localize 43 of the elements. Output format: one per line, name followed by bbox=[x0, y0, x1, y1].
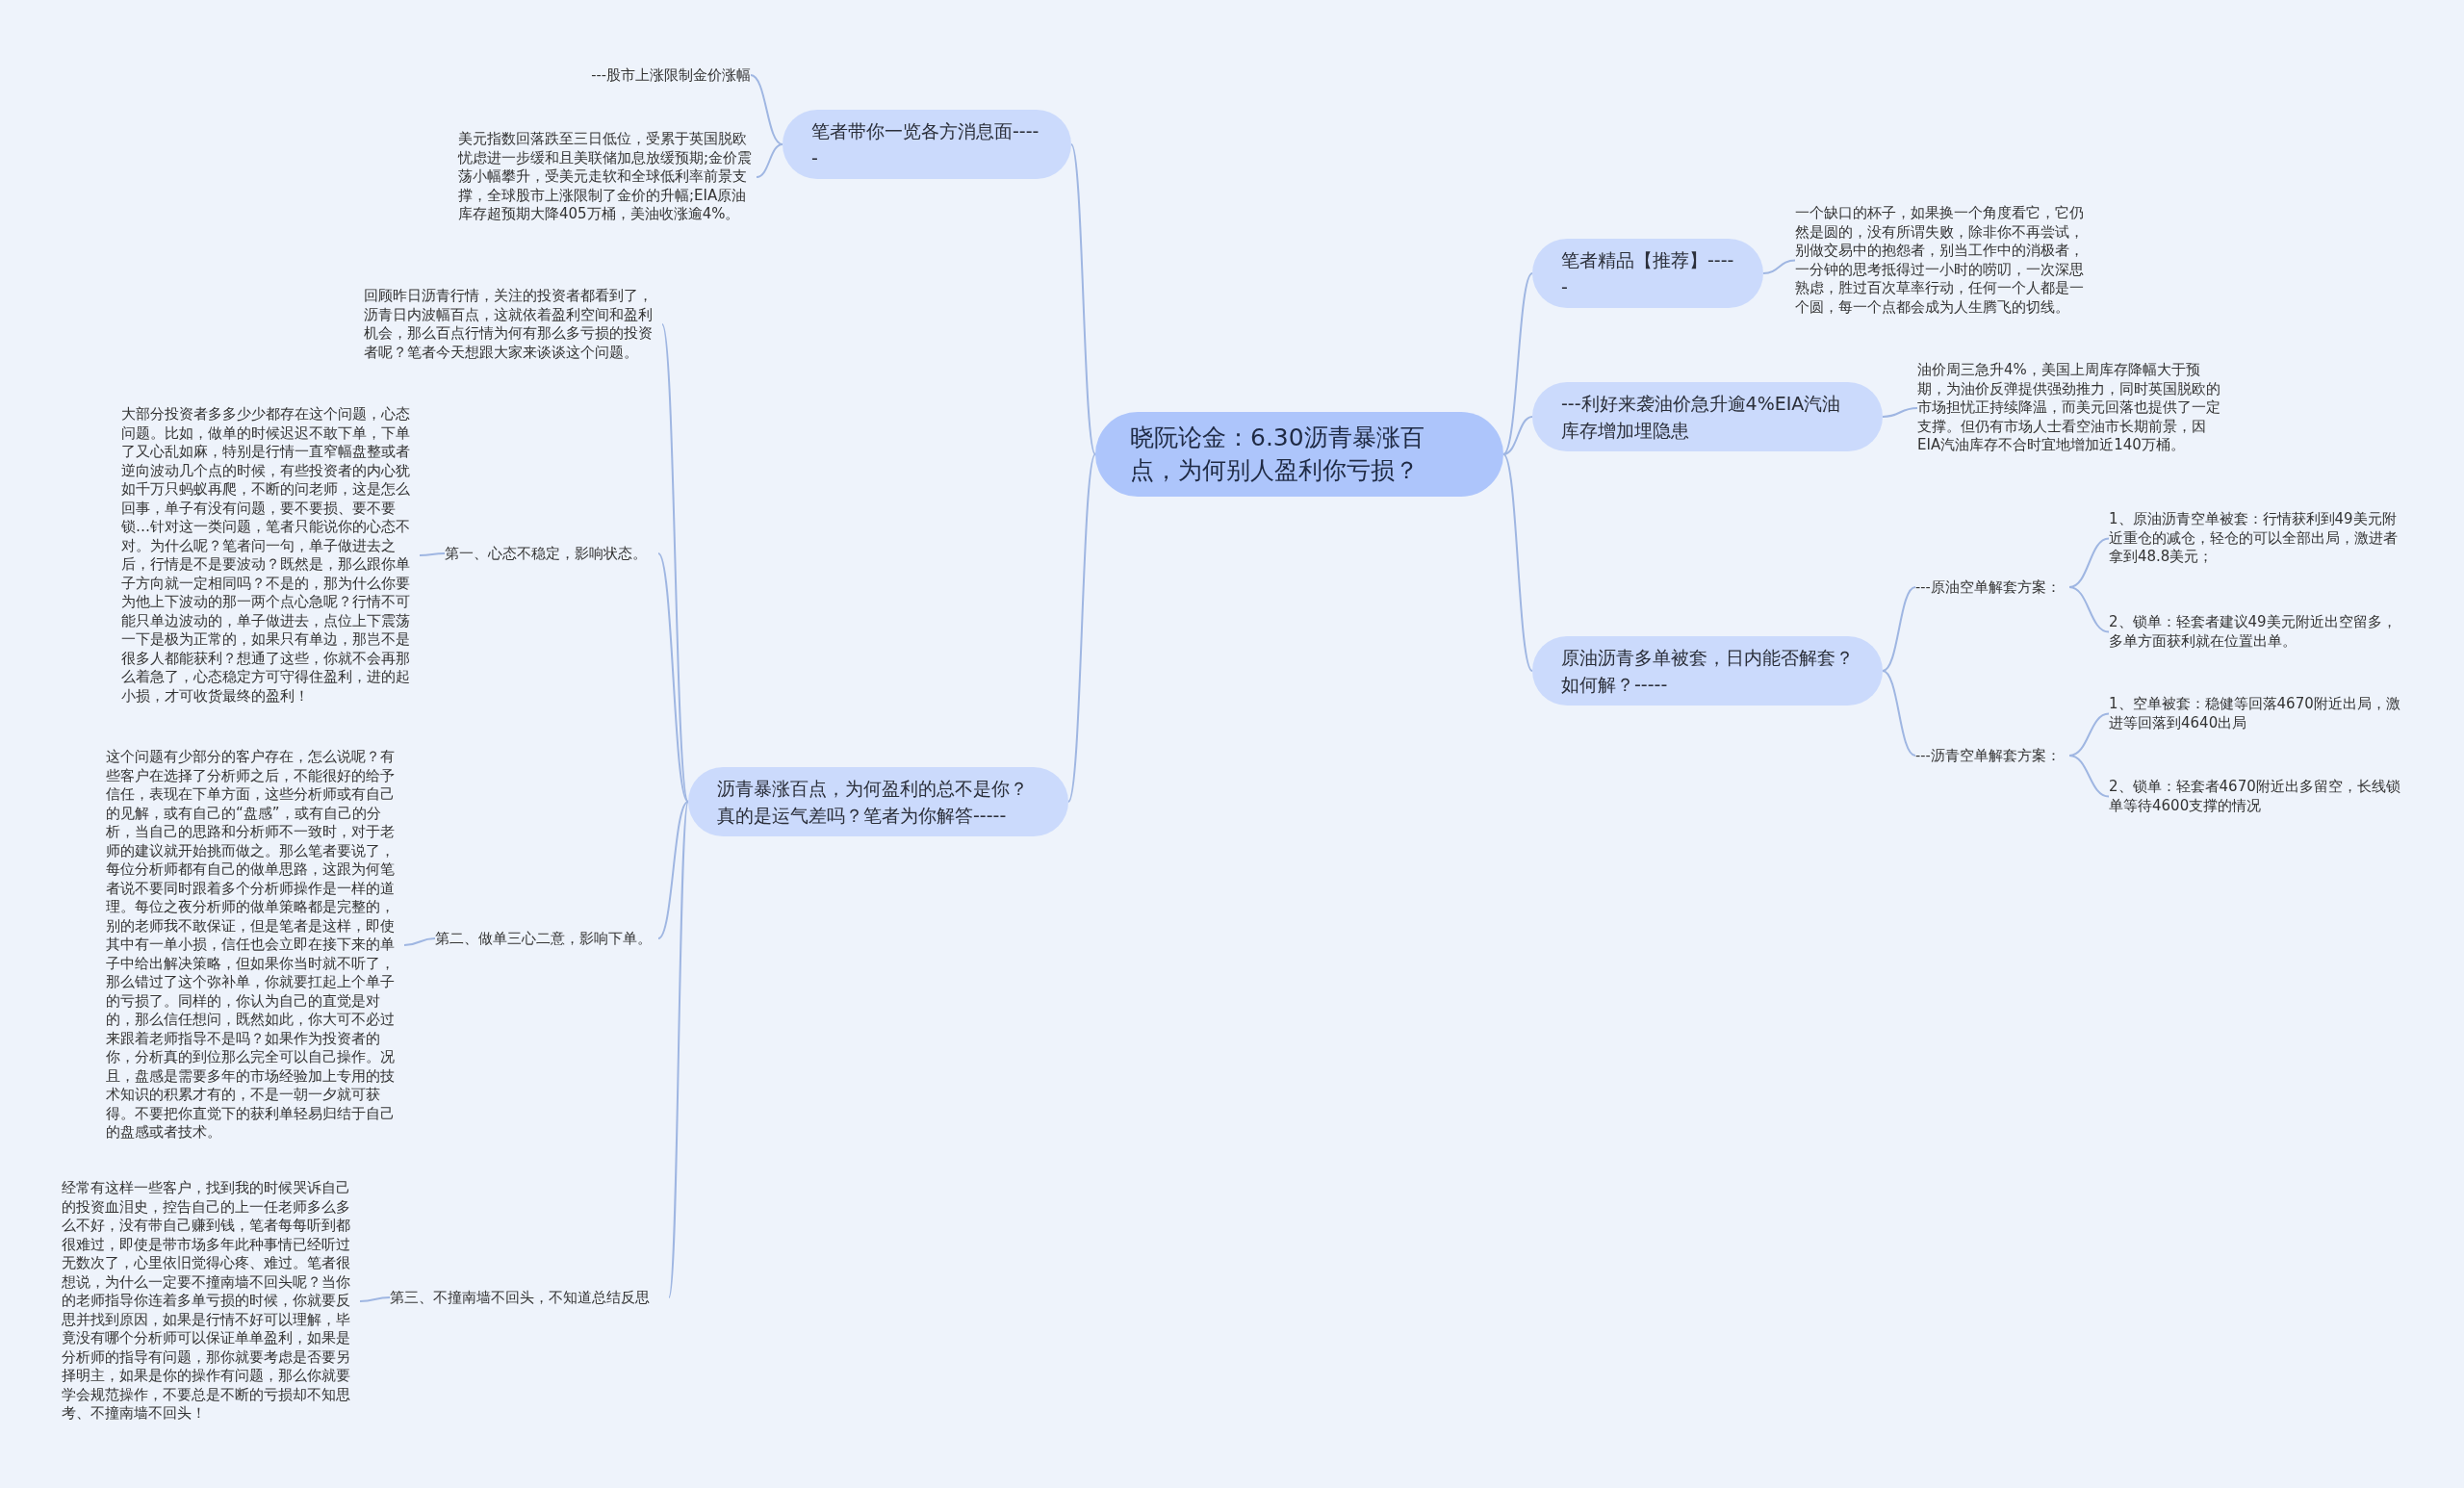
note-text: 经常有这样一些客户，找到我的时候哭诉自己的投资血泪史，控告自己的上一任老师多么多么不好，没有带自己赚到钱，笔者每每听到都很难过，即使是带市场多年此种事情已经听过无数次了，心里依旧觉得心疼、难过。笔者很想说，为什么一定要不撞南墙不回头呢？当你的老师指导你连着多单亏损的时候，你就要反思并找到原因，如果是行情不好可以理解，毕竟没有哪个分析师可以保证单单盈利，如果是分析师的指导有问题，那你就要考虑是否要另择明主，如果是你的操作有问题，那么你就要学会规范操作，不要总是不断的亏损却不知思考、不撞南墙不回头！ bbox=[62, 1179, 360, 1424]
note-text: 这个问题有少部分的客户存在，怎么说呢？有些客户在选择了分析师之后，不能很好的给予信任，表现在下单方面，这些分析师或有自己的见解，或有自己的“盘感”，或有自己的分析，当自己的思路和分析师不一致时，对于老师的建议就开始挑而做之。那么笔者要说了，每位分析师都有自己的做单思路，这跟为何笔者说不要同时跟着多个分析师操作是一样的道理。每位之夜分析师的做单策略都是完整的，别的老师我不敢保证，但是笔者是这样，即使其中有一单小损，信任也会立即在接下来的单子中给出解决策略，但如果你当时就不听了，那么错过了这个弥补单，你就要扛起上个单子的亏损了。同样的，你认为自己的直觉是对的，那么信任想问，既然如此，你大可不必过来跟着老师指导不是吗？如果作为投资者的你，分析真的到位那么完全可以自己操作。况且，盘感是需要多年的市场经验加上专用的技术知识的积累才有的，不是一朝一夕就可获得。不要把你直觉下的获利单轻易归结于自己的盘感或者技术。 bbox=[106, 748, 404, 1142]
branch-line bbox=[1882, 407, 1918, 418]
note-text: 回顾昨日沥青行情，关注的投资者都看到了，沥青日内波幅百点，这就依着盈利空间和盈利机会，那么百点行情为何有那么多亏损的投资者呢？笔者今天想跟大家来谈谈这个问题。 bbox=[364, 287, 662, 362]
note-text: 美元指数回落跌至三日低位，受累于英国脱欧忧虑进一步缓和且美联储加息放缓预期;金价震荡小幅攀升，受美元走软和全球低利率前景支撑，全球股市上涨限制了金价的升幅;EIA原油库存超预期大降405万桶，美油收涨逾4%。 bbox=[458, 130, 757, 224]
note-text: 1、原油沥青空单被套：行情获利到49美元附近重仓的减仓，轻仓的可以全部出局，激进者拿到48.8美元； bbox=[2109, 510, 2407, 567]
note-text: 油价周三急升4%，美国上周库存降幅大于预期，为油价反弹提供强劲推力，同时英国脱欧的市场担忧正持续降温，而美元回落也提供了一定支撑。但仍有市场人士看空油市长期前景，因EIA汽油库存不合时宜地增加近140万桶。 bbox=[1917, 361, 2223, 455]
topic-pill: 笔者精品【推荐】----- bbox=[1532, 239, 1763, 308]
branch-line bbox=[661, 323, 689, 803]
note-text: 1、空单被套：稳健等回落4670附近出局，激进等回落到4640出局 bbox=[2109, 695, 2407, 732]
branch-line bbox=[1762, 259, 1796, 274]
branch-label: 第二、做单三心二意，影响下单。 bbox=[435, 929, 658, 948]
branch-line bbox=[403, 937, 436, 946]
branch-line bbox=[657, 552, 689, 803]
branch-line bbox=[756, 143, 783, 178]
central-topic: 晓阮论金：6.30沥青暴涨百点，为何别人盈利你亏损？ bbox=[1095, 412, 1503, 497]
branch-line bbox=[657, 801, 689, 939]
branch-line bbox=[2068, 755, 2110, 798]
note-text: 一个缺口的杯子，如果换一个角度看它，它仍然是圆的，没有所谓失败，除非你不再尝试，别做交易中的抱怨者，别当工作中的消极者，一分钟的思考抵得过一小时的唠叨，一次深思熟虑，胜过百次草率行动，任何一个人都是一个圆，每一个点都会成为人生腾飞的切线。 bbox=[1795, 204, 2093, 317]
branch-line bbox=[1502, 416, 1533, 455]
note-text: 2、锁单：轻套者4670附近出多留空，长线锁单等待4600支撑的情况 bbox=[2109, 778, 2407, 815]
note-text: 2、锁单：轻套者建议49美元附近出空留多，多单方面获利就在位置出单。 bbox=[2109, 613, 2407, 651]
topic-pill: 笔者带你一览各方消息面----- bbox=[783, 110, 1071, 179]
branch-label: ---沥青空单解套方案： bbox=[1915, 746, 2069, 765]
branch-label: ---原油空单解套方案： bbox=[1915, 577, 2069, 597]
branch-line bbox=[1882, 586, 1916, 672]
branch-line bbox=[1502, 453, 1533, 672]
branch-label: 第三、不撞南墙不回头，不知道总结反思 bbox=[390, 1288, 669, 1307]
branch-line bbox=[668, 801, 689, 1298]
branch-line bbox=[419, 552, 446, 556]
branch-label: ---股市上涨限制金价涨幅 bbox=[520, 65, 751, 85]
branch-line bbox=[359, 1296, 391, 1302]
topic-pill: ---利好来袭油价急升逾4%EIA汽油库存增加埋隐患 bbox=[1532, 382, 1883, 451]
note-text: 大部分投资者多多少少都存在这个问题，心态问题。比如，做单的时候迟迟不敢下单，下单了又心乱如麻，特别是行情一直窄幅盘整或者逆向波动几个点的时候，有些投资者的内心犹如千万只蚂蚁再爬，不断的问老师，这是怎么回事，单子有没有问题，要不要损、要不要锁…针对这一类问题，笔者只能说你的心态不对。为什么呢？笔者问一句，单子做进去之后，行情是不是要波动？既然是，那么跟你单子方向就一定相同吗？不是的，那为什么你要为他上下波动的那一两个点心急呢？行情不可能只单边波动的，单子做进去，点位上下震荡一下是极为正常的，如果只有单边，那岂不是很多人都能获利？想通了这些，你就不会再那么着急了，心态稳定方可守得住盈利，进的起小损，才可收货最终的盈利！ bbox=[121, 405, 420, 706]
branch-label: 第一、心态不稳定，影响状态。 bbox=[445, 544, 658, 563]
branch-line bbox=[750, 74, 783, 145]
branch-line bbox=[1502, 272, 1533, 455]
branch-line bbox=[1067, 453, 1096, 803]
topic-pill: 原油沥青多单被套，日内能否解套？如何解？----- bbox=[1532, 636, 1883, 706]
branch-line bbox=[2068, 586, 2110, 633]
topic-pill: 沥青暴涨百点，为何盈利的总不是你？真的是运气差吗？笔者为你解答----- bbox=[688, 767, 1068, 836]
branch-line bbox=[1882, 670, 1916, 757]
branch-line bbox=[1070, 143, 1096, 455]
